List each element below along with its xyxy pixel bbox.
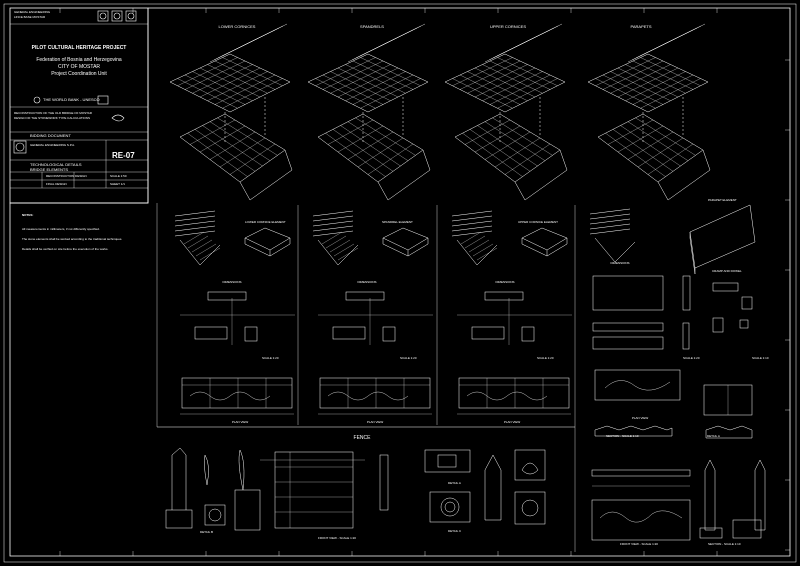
city-label: CITY OF MOSTAR [57,64,101,70]
sheet-title-2: BRIDGE ELEMENTS [30,167,69,172]
project-title: PILOT CULTURAL HERITAGE PROJECT [31,45,127,51]
label-dimensions-3: DIMENSIONS [495,280,515,284]
scale-value: SCALE 1:50 [110,174,127,178]
notes-line-1: All measurements in millimeters, if not … [22,227,100,231]
row-label-b: FINAL DESIGN [46,182,67,186]
label-lower-cornice-element: LOWER CORNICE ELEMENT [245,220,286,224]
label-dimensions-2: DIMENSIONS [357,280,377,284]
map-outline-icon [111,114,125,122]
label-section-scale: SECTION - SCALE 1:10 [606,434,639,438]
row-label-a: RECONSTRUCTION DESIGN [46,174,87,178]
sponsors-label: THE WORLD BANK - UNESCO [43,97,100,102]
label-detail-c: DETAIL C [448,529,462,533]
firm-name: GENERAL ENGINEERING [14,10,51,14]
firm-sub: LINCE BASE MOSTAR [14,15,46,19]
drawing-number: RE-07 [112,151,135,160]
label-detail-a-fence: DETAIL A [448,481,461,485]
heading-parapets: PARAPETS [630,24,652,29]
engineering-logo [13,140,27,154]
label-front-view-fence: FRONT VIEW - SCALE 1:20 [318,536,356,540]
isometric-views [169,23,711,201]
label-scale-1: SCALE 1:20 [262,356,279,360]
label-scale-5: SCALE 1:10 [752,356,769,360]
label-upper-cornice-element: UPPER CORNICE ELEMENT [518,220,559,224]
label-plan-view-3: PLAN VIEW [503,420,521,424]
label-detail-a: DETAIL A [707,434,720,438]
document-type: BIDDING DOCUMENT [30,133,71,138]
title-block-lines [10,23,148,189]
sheet-title-1: TECHNOLOGICAL DETAILS [30,162,82,167]
label-scale-4: SCALE 1:20 [683,356,700,360]
logo-icon-c [125,10,137,22]
label-cramp-and-dowel: CRAMP AND DOWEL [712,269,742,273]
heading-lower-cornices: LOWER CORNICES [218,24,256,29]
label-plan-view-4: PLAN VIEW [631,416,649,420]
label-detail-b: DETAIL B [200,530,214,534]
unesco-logo [97,95,109,105]
element-details [174,204,756,439]
label-section: SECTION - SCALE 1:10 [708,542,741,546]
notes-line-2: The stone elements shall be worked accor… [22,237,123,241]
label-front-view-parapet: FRONT VIEW - SCALE 1:20 [620,542,658,546]
label-scale-3: SCALE 1:20 [537,356,554,360]
label-plan-view-1: PLAN VIEW [231,420,249,424]
label-dimensions-4: DIMENSIONS [610,261,630,265]
fence-details [165,447,766,541]
logo-icon-a [97,10,109,22]
heading-fence: FENCE [353,435,371,441]
logo-icon-b [111,10,123,22]
heading-spandrels: SPANDRELS [360,24,384,29]
description-line-1: RECONSTRUCTION OF THE OLD BRIDGE OF MOST… [14,111,92,115]
label-dimensions-1: DIMENSIONS [222,280,242,284]
heading-upper-cornices: UPPER CORNICES [489,24,527,29]
label-plan-view-2: PLAN VIEW [366,420,384,424]
label-scale-2: SCALE 1:20 [400,356,417,360]
sheet-borders [3,3,797,563]
notes-heading: NOTES: [22,213,34,217]
description-line-2: DESIGN OF THE STONEWORK TYPE CALCULATION… [14,116,90,120]
world-bank-logo [33,96,41,104]
sheet-info: SHEET 1/1 [110,182,125,186]
federation-label: Federation of Bosnia and Herzegovina [36,57,122,63]
notes-line-3: Details shall be verified on site before… [22,247,109,251]
label-parapet-element: PARAPET ELEMENT [708,198,737,202]
label-spandrel-element: SPANDREL ELEMENT [382,220,413,224]
engineer-name: GENERAL ENGINEERING S.P.A. [30,143,76,147]
unit-label: Project Coordination Unit [51,71,107,77]
grid-ticks [59,8,790,556]
